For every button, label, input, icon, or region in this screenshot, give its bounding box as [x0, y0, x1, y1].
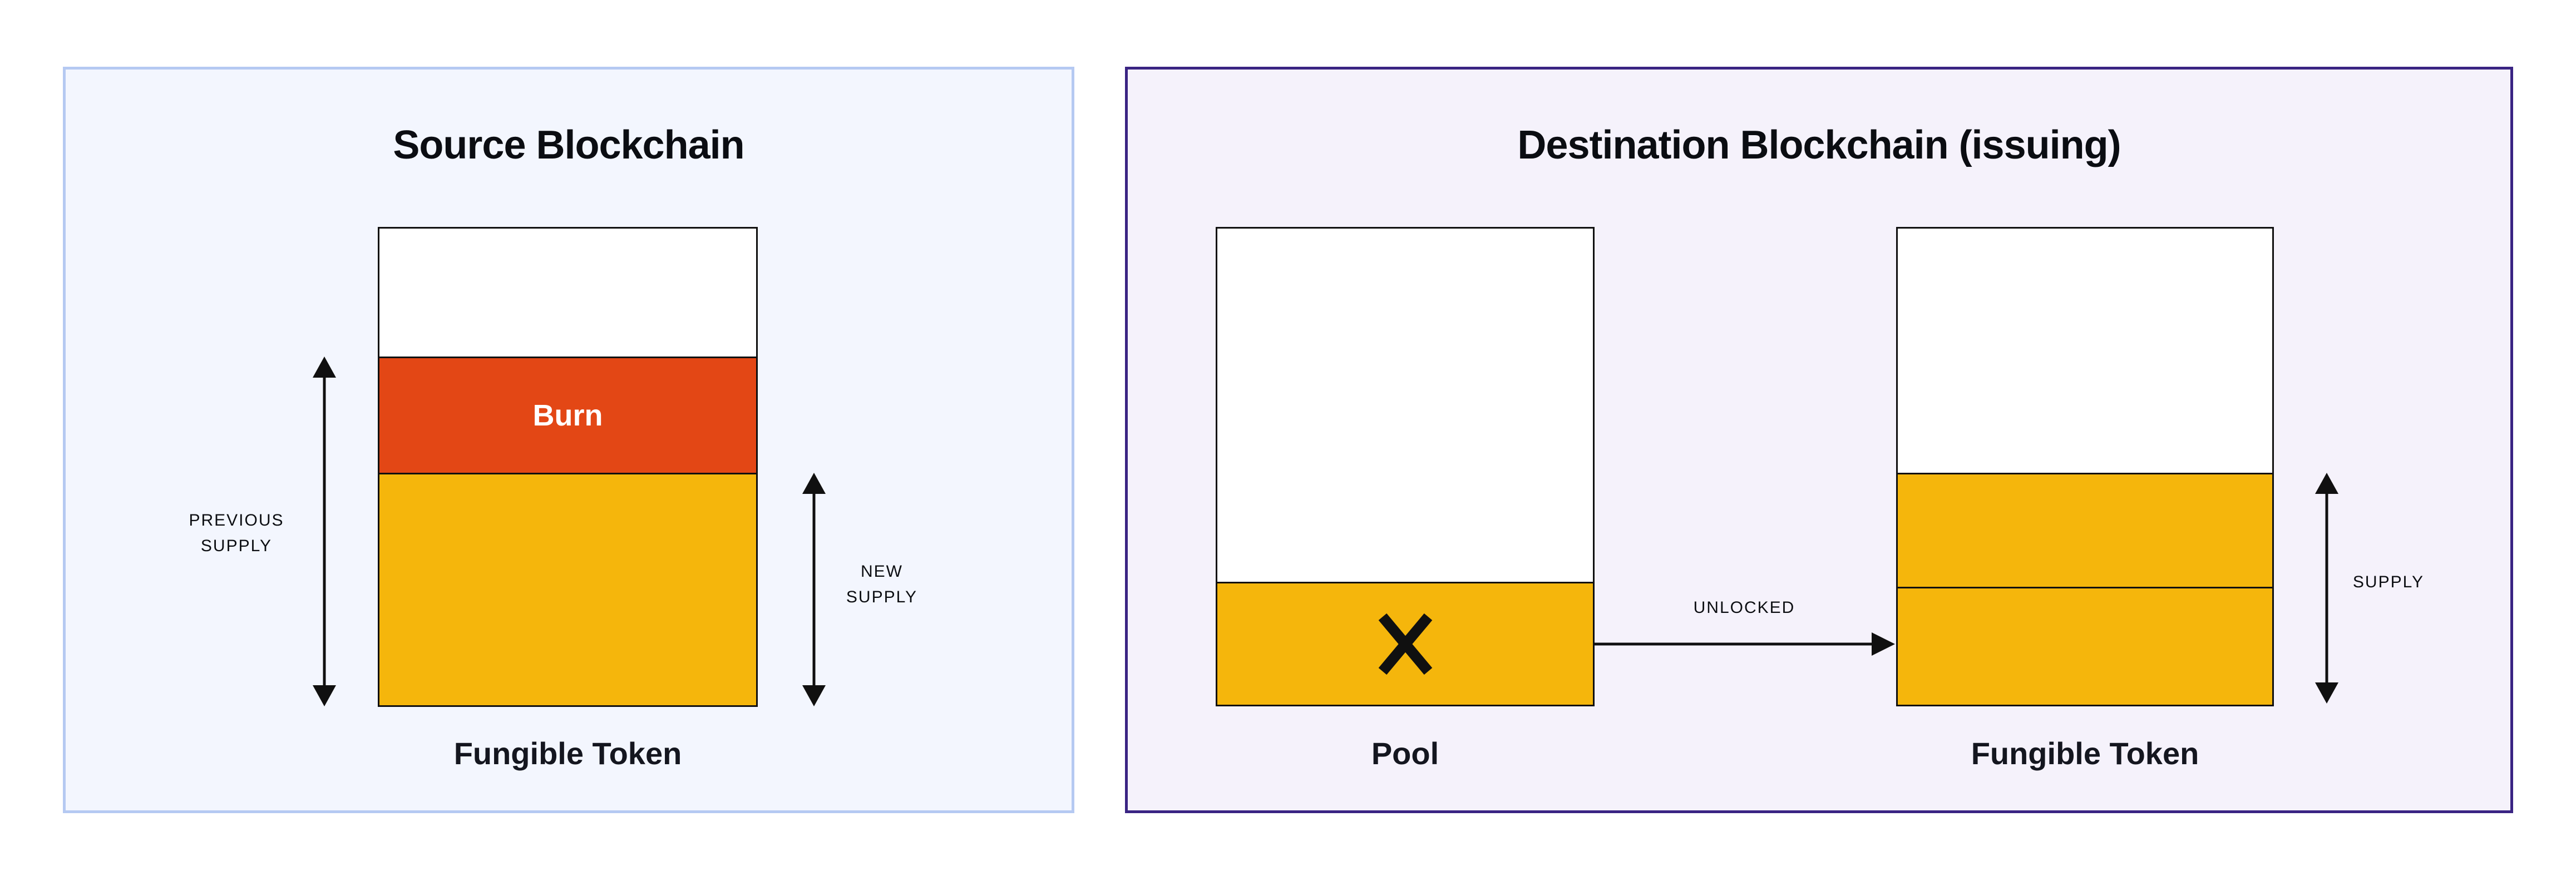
destination-token-bar	[1896, 227, 2274, 706]
burn-label: Burn	[532, 399, 603, 432]
pool-bar-locked-segment	[1217, 582, 1593, 705]
new-supply-line2: SUPPLY	[846, 588, 918, 606]
destination-supply-label: SUPPLY	[2352, 573, 2425, 591]
new-supply-arrow-icon	[802, 473, 826, 706]
token-bar-empty-segment	[1898, 229, 2272, 473]
unlocked-label: UNLOCKED	[1693, 598, 1795, 617]
previous-supply-arrow-icon	[313, 357, 336, 706]
source-bar-supply-segment	[379, 473, 756, 705]
unlocked-arrow-icon	[1595, 632, 1895, 656]
previous-supply-line2: SUPPLY	[200, 537, 273, 555]
destination-panel-title: Destination Blockchain (issuing)	[1517, 123, 2121, 167]
cross-out-icon	[1378, 613, 1432, 675]
pool-bar-label: Pool	[1371, 736, 1439, 771]
previous-supply-line1: PREVIOUS	[189, 511, 284, 529]
source-bar-label: Fungible Token	[453, 736, 682, 771]
source-panel-title: Source Blockchain	[393, 123, 744, 167]
source-bar-burn-segment: Burn	[379, 357, 756, 473]
token-bar-upper-supply-segment	[1898, 473, 2272, 587]
source-bar-empty-segment	[379, 229, 756, 357]
pool-bar	[1216, 227, 1595, 706]
previous-supply-label: PREVIOUS SUPPLY	[125, 508, 348, 559]
source-token-bar: Burn	[378, 227, 758, 707]
new-supply-line1: NEW	[861, 562, 903, 581]
destination-bar-label: Fungible Token	[1971, 736, 2199, 771]
token-bar-unlocked-supply-segment	[1898, 587, 2272, 705]
destination-supply-arrow-icon	[2315, 473, 2338, 704]
new-supply-label: NEW SUPPLY	[771, 559, 993, 610]
pool-bar-empty-segment	[1217, 229, 1593, 582]
